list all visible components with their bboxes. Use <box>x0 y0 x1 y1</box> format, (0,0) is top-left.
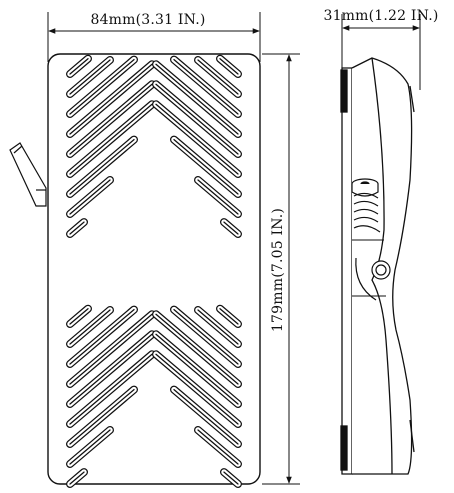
lower-groove-right-slot <box>223 471 239 485</box>
side-base-plate <box>341 67 353 475</box>
upper-groove-right-slot <box>155 103 239 175</box>
upper-groove-right-slot <box>173 138 239 195</box>
upper-groove-left-slot <box>69 58 89 75</box>
lower-groove-left-slot <box>69 313 153 385</box>
side-edge-tick-bottom <box>409 419 415 453</box>
side-foot-top <box>340 69 348 113</box>
lower-groove-left-slot <box>69 471 85 485</box>
upper-groove-left-slot <box>69 179 111 215</box>
upper-groove-left-slot <box>69 83 153 155</box>
upper-groove-right-slot <box>197 179 239 215</box>
spring-cap-side <box>351 184 379 197</box>
lower-groove-right-slot <box>155 313 239 385</box>
length-dimension <box>262 53 300 485</box>
upper-groove-left-slot <box>69 138 135 195</box>
upper-groove-left-slot <box>69 63 153 135</box>
lower-groove-right-slot <box>197 309 239 345</box>
pedal-grooves <box>66 54 242 488</box>
lower-groove-left-slot <box>69 308 89 325</box>
length-dimension-label: 179mm(7.05 IN.) <box>270 208 286 332</box>
lower-groove-right-slot <box>173 308 239 365</box>
pivot-hinge <box>355 257 391 301</box>
lower-groove-right-slot <box>197 429 239 465</box>
upper-groove-right-slot <box>223 221 239 235</box>
upper-groove-right-slot <box>219 58 239 75</box>
upper-groove-right-slot <box>173 58 239 115</box>
lower-groove-left-slot <box>69 388 135 445</box>
lower-groove-right-slot <box>219 308 239 325</box>
upper-groove-left-slot <box>69 59 111 95</box>
cable-strain-relief <box>9 142 47 207</box>
upper-groove-left-slot <box>69 103 153 175</box>
lower-groove-right-slot <box>155 353 239 425</box>
pivot-arc <box>355 257 377 301</box>
side-foot-bottom <box>340 425 348 471</box>
lower-groove-right-slot <box>155 333 239 405</box>
upper-groove-right-slot <box>155 63 239 135</box>
upper-groove-left-slot <box>69 221 85 235</box>
upper-groove-right-slot <box>197 59 239 95</box>
pedal-front-view <box>47 53 261 488</box>
lower-groove-left-slot <box>69 309 111 345</box>
depth-dimension <box>341 14 421 90</box>
upper-groove-left-slot <box>69 58 135 115</box>
lower-groove-left-slot <box>69 308 135 365</box>
width-dimension <box>47 12 261 62</box>
pivot-inner-ring <box>375 264 387 276</box>
lower-groove-left-slot <box>69 333 153 405</box>
spring-coils <box>353 192 381 233</box>
side-edge-tick-top <box>409 85 415 113</box>
lower-groove-left-slot <box>69 429 111 465</box>
side-inner-contour <box>371 57 393 475</box>
return-spring <box>351 178 381 233</box>
upper-groove-right-slot <box>155 83 239 155</box>
depth-dimension-label: 31mm(1.22 IN.) <box>323 8 438 24</box>
cable-boot-ring <box>13 145 23 154</box>
lower-groove-left-slot <box>69 353 153 425</box>
width-dimension-label: 84mm(3.31 IN.) <box>90 12 205 28</box>
lower-groove-right-slot <box>173 388 239 445</box>
